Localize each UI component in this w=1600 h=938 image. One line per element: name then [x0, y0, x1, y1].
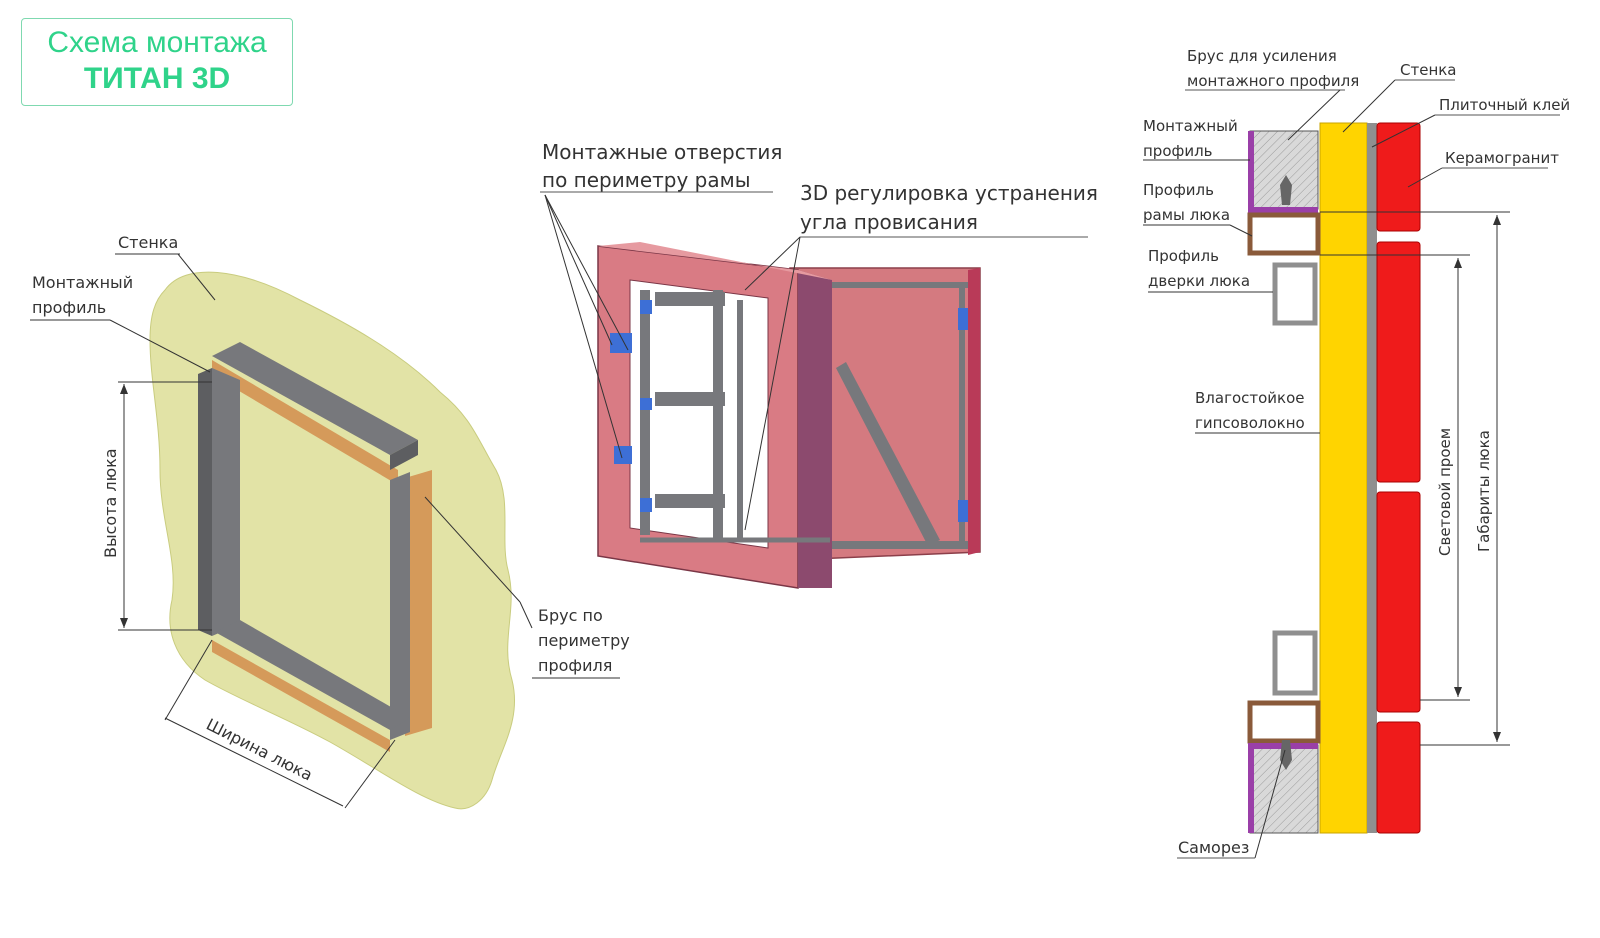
label-gypsum-2: гипсоволокно	[1195, 414, 1305, 432]
bottom-profile	[215, 620, 410, 730]
tile-upper	[1376, 241, 1421, 483]
door-profile-top	[1272, 262, 1318, 326]
label-frame-profile-1: Профиль	[1143, 181, 1214, 199]
label-light-opening: Световой проем	[1436, 428, 1454, 556]
top-profile-front	[390, 440, 418, 470]
door-edge	[968, 268, 980, 555]
label-mounting-profile-2: профиль	[32, 298, 106, 317]
door-brace	[836, 362, 940, 546]
label-height: Высота люка	[101, 448, 120, 558]
label-right-beam-1: Брус для усиления	[1187, 47, 1337, 65]
left-isometric-diagram: Стенка Монтажный профиль Высота люка Шир…	[30, 233, 630, 810]
label-hatch-size: Габариты люка	[1475, 430, 1493, 552]
tile-bottom	[1376, 721, 1421, 834]
label-right-beam-2: монтажного профиля	[1187, 72, 1359, 90]
frame-profile-top	[1247, 212, 1321, 256]
title-box: Схема монтажа ТИТАН 3D	[21, 18, 293, 106]
left-profile-face	[212, 368, 240, 636]
label-frame-profile-2: рамы люка	[1143, 206, 1230, 224]
tile-lower	[1376, 491, 1421, 713]
right-section-diagram: Брус для усиления монтажного профиля Сте…	[1143, 47, 1570, 859]
label-right-mounting-2: профиль	[1143, 142, 1213, 160]
right-profile	[390, 472, 410, 740]
title-line-2: ТИТАН 3D	[83, 62, 231, 95]
label-tile-glue: Плиточный клей	[1439, 96, 1570, 114]
title-line-1: Схема монтажа	[47, 26, 267, 59]
label-adjust-1: 3D регулировка устранения	[800, 181, 1098, 205]
label-holes-2: по периметру рамы	[542, 168, 751, 192]
middle-hatch-diagram: Монтажные отверстия по периметру рамы 3D…	[540, 140, 1098, 589]
door-profile-bottom	[1272, 630, 1318, 696]
label-screw: Саморез	[1178, 838, 1249, 857]
glue-layer	[1367, 123, 1377, 833]
label-right-mounting-1: Монтажный	[1143, 117, 1238, 135]
label-beam-1: Брус по	[538, 606, 603, 625]
right-beam	[405, 470, 432, 736]
label-beam-3: профиля	[538, 656, 612, 675]
label-adjust-2: угла провисания	[800, 210, 978, 234]
top-profile	[212, 342, 418, 455]
label-door-profile-2: дверки люка	[1148, 272, 1250, 290]
label-right-wall: Стенка	[1400, 61, 1457, 79]
frame-top-bevel	[598, 242, 832, 280]
label-porcelain: Керамогранит	[1445, 149, 1559, 167]
label-mounting-profile-1: Монтажный	[32, 273, 133, 292]
top-beam	[212, 360, 398, 485]
tile-top	[1376, 122, 1421, 232]
frame-profile-bottom	[1247, 700, 1321, 744]
label-wall: Стенка	[118, 233, 178, 252]
frame-side	[798, 270, 832, 588]
bottom-beam	[212, 640, 390, 752]
gypsum-board	[1319, 122, 1368, 834]
left-profile	[198, 368, 212, 636]
label-door-profile-1: Профиль	[1148, 247, 1219, 265]
label-beam-2: периметру	[538, 631, 630, 650]
label-gypsum-1: Влагостойкое	[1195, 389, 1305, 407]
label-holes-1: Монтажные отверстия	[542, 140, 782, 164]
